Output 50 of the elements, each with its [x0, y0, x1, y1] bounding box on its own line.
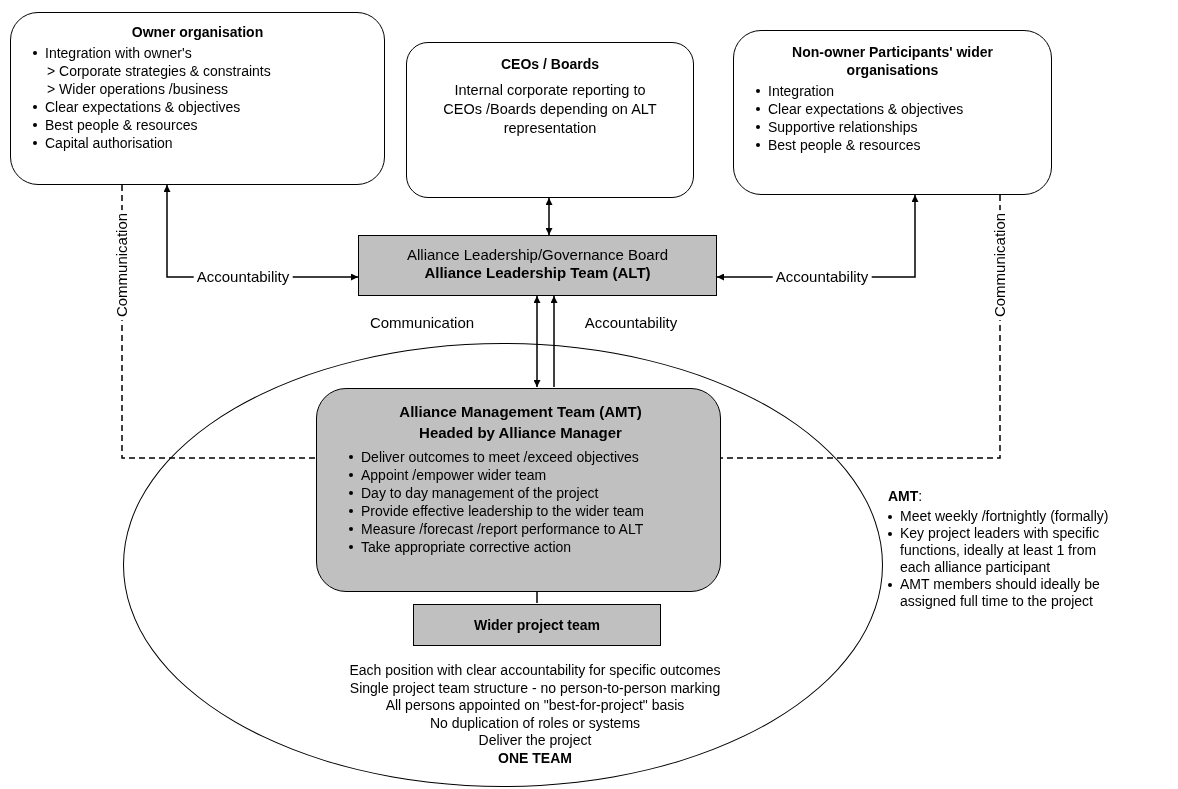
bullet-item: Day to day management of the project — [361, 484, 600, 502]
bullet-item: Clear expectations & objectives — [45, 98, 242, 116]
body-text: Internal corporate reporting to CEOs /Boards depending on ALT representation — [442, 81, 658, 138]
note-item: Meet weekly /fortnightly (formally) — [900, 508, 1110, 525]
bullet-item: Provide effective leadership to the wider team — [361, 502, 645, 520]
bullet-item: Integration with owner's — [45, 44, 193, 62]
team-box — [316, 388, 721, 592]
bullet-item: Capital authorisation — [45, 134, 174, 152]
bullet-item: Best people & resources — [768, 136, 922, 154]
arrow — [533, 295, 541, 388]
arrow — [545, 197, 553, 236]
box-title: ONE TEAM — [498, 749, 572, 767]
edge-label: Communication — [114, 209, 130, 321]
bullet-item: Take appropriate corrective action — [361, 538, 573, 556]
note-item: AMT members should ideally be assigned full time to the project — [900, 576, 1101, 610]
bullet-item: Appoint /empower wider team — [361, 466, 548, 484]
body-text: Alliance Leadership/Governance Board — [406, 246, 669, 264]
organisation-box — [733, 30, 1052, 195]
body-text: Each position with clear accountability for specific outcomes — [349, 662, 721, 680]
note-heading: AMT: — [888, 488, 924, 505]
sub-item: > Corporate strategies & constraints — [46, 62, 272, 80]
sub-item: > Wider operations /business — [46, 80, 229, 98]
bullet-item: Supportive relationships — [768, 118, 919, 136]
note-item: Key project leaders with specific functions, ideally at least 1 from each alliance participant — [900, 525, 1101, 576]
bullet-item: Best people & resources — [45, 116, 199, 134]
body-text: No duplication of roles or systems — [429, 714, 641, 732]
bullet-item: Deliver outcomes to meet /exceed objectives — [361, 448, 640, 466]
edge-label: Communication — [992, 209, 1008, 321]
box-title: Owner organisation — [130, 23, 265, 41]
body-text: All persons appointed on "best-for-project" basis — [385, 697, 685, 715]
arrow — [550, 295, 558, 388]
box-title: CEOs / Boards — [500, 55, 600, 73]
bullet-item: Clear expectations & objectives — [768, 100, 965, 118]
organisation-box — [406, 42, 694, 198]
edge-label: Accountability — [583, 315, 679, 331]
box-title: Non-owner Participants' wider organisations — [791, 43, 994, 79]
bullet-item: Integration — [768, 82, 836, 100]
body-text: Deliver the project — [478, 732, 592, 750]
team-box — [413, 604, 661, 646]
bullet-item: Measure /forecast /report performance to ALT — [361, 520, 645, 538]
edge-label: Accountability — [193, 269, 293, 285]
box-title: Alliance Management Team (AMT) Headed by Alliance Manager — [398, 402, 643, 443]
edge-label: Accountability — [772, 269, 872, 285]
box-title: Alliance Leadership Team (ALT) — [423, 264, 652, 282]
organisation-box — [10, 12, 385, 185]
connector-line — [536, 590, 538, 604]
board-box — [358, 235, 717, 296]
box-title: Wider project team — [473, 616, 601, 634]
body-text: Single project team structure - no person-to-person marking — [349, 679, 721, 697]
edge-label: Communication — [368, 315, 476, 331]
